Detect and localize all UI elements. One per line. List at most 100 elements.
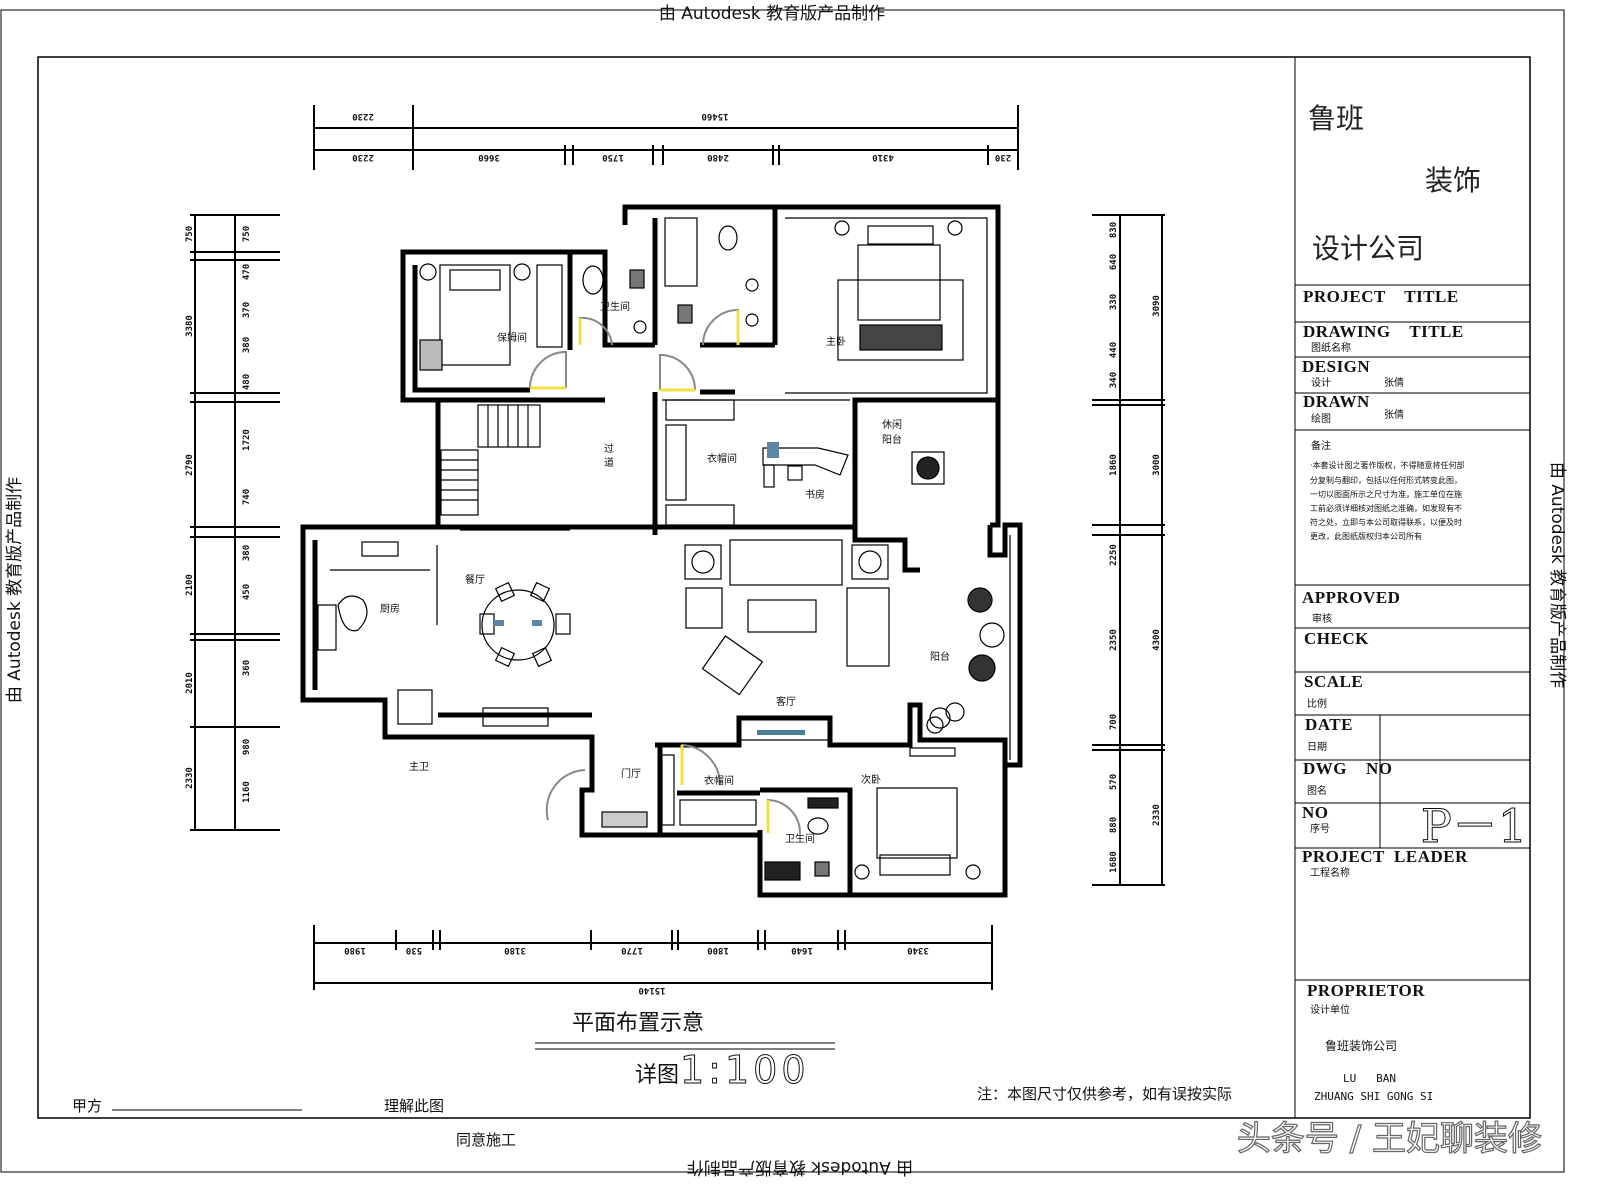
- sheet-number: P－1: [1421, 799, 1527, 853]
- label-kitchen: 厨房: [380, 602, 400, 615]
- label-cloakroom-top: 衣帽间: [707, 452, 737, 465]
- date-label: DATE: [1305, 715, 1353, 734]
- notes-text: ·本套设计图之著作版权，不得随意将任何部 分复制与翻印，包括以任何形式转变此图，…: [1310, 460, 1465, 541]
- svg-text:1860: 1860: [1109, 454, 1119, 476]
- svg-text:3660: 3660: [478, 152, 500, 162]
- company-pinyin-1: LU BAN: [1343, 1072, 1396, 1085]
- company-full-name: 鲁班装饰公司: [1325, 1039, 1397, 1053]
- dwg-no-cn: 图名: [1307, 784, 1327, 797]
- label-second-bedroom: 次卧: [861, 773, 881, 786]
- svg-text:3180: 3180: [504, 945, 526, 955]
- drawn-cn: 绘图: [1311, 412, 1331, 425]
- drawing-title-label: DRAWING TITLE: [1303, 322, 1464, 341]
- company-line-2: 装饰: [1425, 164, 1481, 197]
- scale-label: SCALE: [1304, 672, 1363, 691]
- project-leader-label: PROJECT LEADER: [1302, 847, 1468, 866]
- label-leisure-1: 休闲: [882, 418, 902, 431]
- svg-text:2100: 2100: [185, 574, 195, 596]
- svg-text:3380: 3380: [185, 315, 195, 337]
- drawn-label: DRAWN: [1303, 392, 1370, 411]
- drawing-caption: 平面布置示意: [572, 1011, 704, 1036]
- svg-text:1750: 1750: [602, 152, 624, 162]
- svg-text:2250: 2250: [1109, 544, 1119, 566]
- svg-text:15460: 15460: [701, 111, 728, 121]
- svg-text:2350: 2350: [1109, 629, 1119, 651]
- svg-text:1980: 1980: [344, 945, 366, 955]
- watermark-top: 由 Autodesk 教育版产品制作: [659, 4, 885, 24]
- label-corridor-1: 过: [604, 442, 614, 455]
- label-study: 书房: [805, 488, 825, 501]
- label-nanny-room: 保姆间: [497, 331, 527, 344]
- svg-text:一切以图面所示之尺寸为准，施工单位在施: 一切以图面所示之尺寸为准，施工单位在施: [1310, 489, 1462, 499]
- svg-text:340: 340: [1109, 372, 1119, 388]
- svg-text:700: 700: [1109, 714, 1119, 730]
- dimension-lines: [190, 105, 1165, 990]
- svg-text:2330: 2330: [185, 767, 195, 789]
- label-bathroom-bottom: 卫生间: [785, 832, 815, 845]
- label-bathroom-top: 卫生间: [600, 300, 630, 313]
- designer-name: 张倩: [1384, 376, 1404, 389]
- svg-text:1770: 1770: [621, 945, 643, 955]
- svg-text:1800: 1800: [707, 945, 729, 955]
- svg-text:570: 570: [1109, 774, 1119, 790]
- svg-text:1160: 1160: [242, 781, 252, 803]
- company-line-3: 设计公司: [1312, 232, 1424, 265]
- drawer-name: 张倩: [1384, 408, 1404, 421]
- svg-text:2230: 2230: [352, 152, 374, 162]
- scale-prefix: 详图: [635, 1063, 679, 1088]
- svg-text:740: 740: [242, 489, 252, 505]
- svg-text:工前必须详细核对图纸之准确，如发现有不: 工前必须详细核对图纸之准确，如发现有不: [1310, 503, 1462, 513]
- svg-text:370: 370: [242, 302, 252, 318]
- svg-text:3000: 3000: [1152, 454, 1162, 476]
- svg-text:15140: 15140: [638, 985, 665, 995]
- check-label: CHECK: [1304, 629, 1369, 648]
- company-line-1: 鲁班: [1308, 102, 1364, 135]
- svg-text:更改，此图纸版权归本公司所有: 更改，此图纸版权归本公司所有: [1310, 531, 1422, 541]
- approved-cn: 审核: [1312, 612, 1332, 625]
- label-dining: 餐厅: [465, 573, 485, 586]
- svg-text:分复制与翻印，包括以任何形式转变此图，: 分复制与翻印，包括以任何形式转变此图，: [1310, 475, 1462, 485]
- label-living: 客厅: [776, 695, 796, 708]
- no-cn: 序号: [1310, 822, 1330, 835]
- svg-text:1640: 1640: [791, 945, 813, 955]
- approved-label: APPROVED: [1302, 588, 1400, 607]
- scale-cn: 比例: [1307, 697, 1327, 710]
- svg-text:2330: 2330: [1152, 804, 1162, 826]
- svg-text:980: 980: [242, 739, 252, 755]
- svg-text:330: 330: [1109, 294, 1119, 310]
- dimension-labels: 2230 15460 2230 3660 1750 2480 4310 230 …: [185, 111, 1162, 995]
- label-master-bath: 主卫: [409, 761, 429, 773]
- svg-text:1680: 1680: [1109, 851, 1119, 873]
- disclaimer-note: 注：本图尺寸仅供参考，如有误按实际: [977, 1085, 1232, 1103]
- svg-text:750: 750: [242, 226, 252, 242]
- proprietor-label: PROPRIETOR: [1307, 981, 1425, 1000]
- dwg-no-label: DWG NO: [1303, 759, 1393, 778]
- svg-text:符之处，立即与本公司取得联系，以便及时: 符之处，立即与本公司取得联系，以便及时: [1310, 517, 1462, 527]
- client-label: 甲方: [72, 1097, 102, 1115]
- label-leisure-2: 阳台: [882, 433, 902, 446]
- svg-text:480: 480: [242, 374, 252, 390]
- scale-value: 1:100: [680, 1048, 810, 1092]
- svg-text:2480: 2480: [707, 152, 729, 162]
- project-title-label: PROJECT TITLE: [1303, 287, 1459, 306]
- label-cloakroom-bottom: 衣帽间: [704, 774, 734, 787]
- design-label: DESIGN: [1302, 357, 1370, 376]
- svg-text:1720: 1720: [242, 429, 252, 451]
- svg-text:2790: 2790: [185, 454, 195, 476]
- svg-text:750: 750: [185, 226, 195, 242]
- svg-text:2230: 2230: [352, 111, 374, 121]
- label-master-bedroom: 主卧: [826, 335, 846, 348]
- svg-text:830: 830: [1109, 222, 1119, 238]
- svg-text:2010: 2010: [185, 672, 195, 694]
- svg-text:4310: 4310: [872, 152, 894, 162]
- doors: [529, 308, 801, 834]
- svg-text:470: 470: [242, 264, 252, 280]
- svg-text:380: 380: [242, 545, 252, 561]
- svg-text:530: 530: [406, 945, 422, 955]
- design-cn: 设计: [1311, 376, 1331, 389]
- svg-text:880: 880: [1109, 817, 1119, 833]
- svg-text:3340: 3340: [907, 945, 929, 955]
- watermark-left: 由 Autodesk 教育版产品制作: [5, 477, 25, 703]
- svg-text:230: 230: [995, 152, 1011, 162]
- svg-text:360: 360: [242, 660, 252, 676]
